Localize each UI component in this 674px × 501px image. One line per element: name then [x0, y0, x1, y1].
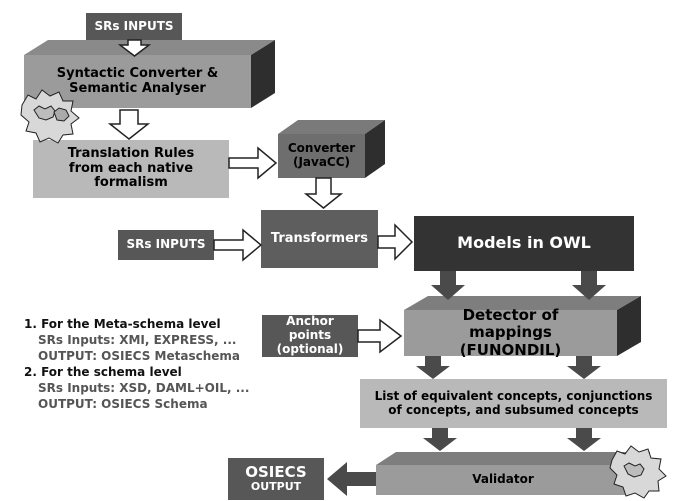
osiecs-output-label: OSIECS OUTPUT — [228, 458, 324, 500]
meta-schema-title: 1. For the Meta-schema level — [24, 317, 221, 331]
schema-title: 2. For the schema level — [24, 365, 182, 379]
arrow-list-to-validator-left — [423, 428, 457, 451]
validator-label: Validator — [472, 472, 534, 487]
list-concepts-box — [360, 379, 667, 428]
models-owl-box — [414, 216, 634, 271]
arrow-transformers-to-models — [377, 223, 414, 261]
arrow-detector-to-list-left — [416, 356, 450, 379]
arrow-list-to-validator-right — [567, 428, 601, 451]
syntactic-converter-label: Syntactic Converter & Semantic Analyser — [56, 65, 219, 96]
arrow-validator-to-output — [327, 462, 376, 496]
arrow-models-to-detector-left — [431, 271, 465, 300]
list-concepts-label: List of equivalent concepts, conjunction… — [374, 388, 653, 417]
detector-label: Detector of mappings (FUNONDIL) — [459, 306, 562, 359]
arrow-converter-to-transformers — [303, 177, 344, 209]
arrow-srs-to-transformers — [213, 228, 263, 262]
arrow-models-to-detector-right — [572, 271, 606, 300]
osiecs-output-box — [228, 458, 324, 500]
osiecs-output-title: OSIECS — [245, 463, 307, 482]
osiecs-output-sub: OUTPUT — [250, 480, 302, 494]
meta-schema-inputs: SRs Inputs: XMI, EXPRESS, ... — [38, 333, 237, 347]
meta-schema-output: OUTPUT: OSIECS Metaschema — [38, 349, 240, 363]
translation-rules-label: Translation Rules from each native forma… — [67, 145, 195, 191]
gear-icon — [20, 89, 80, 144]
srs-inputs-top-label: SRs INPUTS — [94, 18, 174, 33]
translation-rules-box — [33, 140, 229, 198]
anchor-points-box — [262, 315, 358, 357]
levels-notes: 1. For the Meta-schema level SRs Inputs:… — [24, 316, 249, 412]
arrow-translation-to-converter — [228, 146, 278, 180]
arrow-detector-to-list-right — [567, 356, 601, 379]
converter-box — [278, 120, 385, 178]
schema-output: OUTPUT: OSIECS Schema — [38, 397, 208, 411]
detector-box — [404, 296, 641, 356]
schema-inputs: SRs Inputs: XSD, DAML+OIL, ... — [38, 381, 250, 395]
gear-icon — [609, 445, 667, 499]
arrow-srs-to-syntactic — [117, 39, 152, 57]
anchor-points-label: Anchor points (optional) — [276, 314, 344, 356]
srs-inputs-mid-box — [118, 230, 214, 260]
srs-inputs-top-box — [86, 13, 182, 40]
arrow-anchor-to-detector — [357, 318, 403, 354]
arrow-syntactic-to-translation — [107, 109, 151, 140]
validator-box — [376, 452, 650, 495]
srs-inputs-mid-label: SRs INPUTS — [126, 237, 206, 252]
transformers-box — [261, 210, 378, 268]
transformers-label: Transformers — [270, 231, 369, 246]
syntactic-converter-box — [24, 40, 275, 108]
models-owl-label: Models in OWL — [457, 233, 591, 253]
converter-label: Converter (JavaCC) — [287, 141, 356, 169]
